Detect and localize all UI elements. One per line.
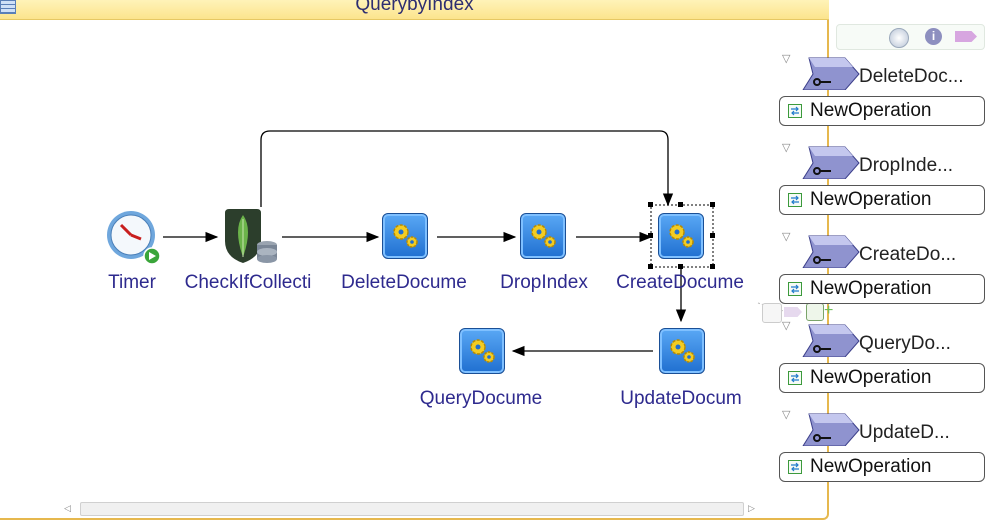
service-key-icon[interactable] xyxy=(801,56,861,90)
collapse-icon[interactable]: ▽ xyxy=(782,142,791,154)
operation-icon xyxy=(788,460,802,474)
operation-box[interactable]: NewOperation xyxy=(779,96,985,126)
service-group-1: ▽ DeleteDoc... NewOperation xyxy=(779,52,985,126)
operation-icon xyxy=(788,104,802,118)
mongodb-icon xyxy=(225,209,277,263)
panel-toolbar: i xyxy=(836,24,985,50)
scroll-right-icon[interactable]: ▷ xyxy=(748,503,755,513)
collapse-icon[interactable]: ▽ xyxy=(782,53,791,65)
operation-icon xyxy=(788,371,802,385)
add-icon[interactable]: + xyxy=(824,302,834,319)
user-icon[interactable] xyxy=(889,28,909,48)
process-canvas[interactable] xyxy=(0,0,829,520)
node-context-toolbar: + xyxy=(762,303,833,323)
delete-activity[interactable] xyxy=(382,213,428,259)
service-key-icon[interactable] xyxy=(801,234,861,268)
operation-icon xyxy=(788,282,802,296)
scroll-left-icon[interactable]: ◁ xyxy=(64,503,71,513)
update-activity[interactable] xyxy=(659,328,705,374)
service-label[interactable]: UpdateD... xyxy=(859,422,950,443)
query-label[interactable]: QueryDocume xyxy=(419,388,543,409)
operation-icon xyxy=(788,193,802,207)
drop-label[interactable]: DropIndex xyxy=(500,272,588,293)
info-icon[interactable]: i xyxy=(925,28,942,45)
operation-box[interactable]: NewOperation xyxy=(779,452,985,482)
operation-box[interactable]: NewOperation xyxy=(779,274,985,304)
operation-box[interactable]: NewOperation xyxy=(779,363,985,393)
service-key-icon[interactable] xyxy=(801,145,861,179)
query-activity[interactable] xyxy=(459,328,505,374)
service-label[interactable]: DeleteDoc... xyxy=(859,66,964,87)
service-group-4: ▽ QueryDo... NewOperation xyxy=(779,319,985,393)
gear-icon xyxy=(669,224,694,248)
check-label[interactable]: CheckIfCollecti xyxy=(184,272,312,293)
timer-node[interactable] xyxy=(105,209,161,265)
operation-box[interactable]: NewOperation xyxy=(779,185,985,215)
service-label[interactable]: QueryDo... xyxy=(859,333,951,354)
create-activity[interactable] xyxy=(658,213,704,259)
operation-label: NewOperation xyxy=(810,189,932,210)
settings-icon[interactable] xyxy=(762,303,782,323)
selection-box[interactable] xyxy=(648,202,715,269)
connector-check-create-loop[interactable] xyxy=(260,130,674,207)
operation-label: NewOperation xyxy=(810,456,932,477)
collapse-icon[interactable]: ▽ xyxy=(782,320,791,332)
operation-label: NewOperation xyxy=(810,278,932,299)
service-label[interactable]: CreateDo... xyxy=(859,244,957,265)
collapse-icon[interactable]: ▽ xyxy=(782,409,791,421)
gear-icon xyxy=(393,224,418,248)
connector-layer xyxy=(163,130,791,357)
operation-label: NewOperation xyxy=(810,367,932,388)
service-label[interactable]: DropInde... xyxy=(859,155,953,176)
delete-label[interactable]: DeleteDocume xyxy=(341,272,467,293)
process-title-bar xyxy=(0,0,829,20)
service-group-2: ▽ DropInde... NewOperation xyxy=(779,141,985,215)
operation-label: NewOperation xyxy=(810,100,932,121)
check-node[interactable] xyxy=(221,207,281,265)
gear-icon xyxy=(670,339,695,363)
service-group-3: ▽ CreateDo... NewOperation xyxy=(779,230,985,304)
timer-label[interactable]: Timer xyxy=(108,272,156,293)
service-tag-icon[interactable] xyxy=(784,307,802,317)
clock-icon xyxy=(107,211,161,265)
gear-icon xyxy=(470,339,495,363)
create-label[interactable]: CreateDocume xyxy=(616,272,744,293)
grid-icon[interactable] xyxy=(0,0,16,14)
service-key-icon[interactable] xyxy=(801,323,861,357)
update-label[interactable]: UpdateDocum xyxy=(620,388,742,409)
collapse-icon[interactable]: ▽ xyxy=(782,231,791,243)
tag-icon[interactable] xyxy=(955,31,977,42)
service-key-icon[interactable] xyxy=(801,412,861,446)
drop-activity[interactable] xyxy=(520,213,566,259)
gear-icon xyxy=(531,224,556,248)
horizontal-scrollbar[interactable] xyxy=(80,502,744,516)
process-title: QuerybyIndex xyxy=(355,0,474,15)
service-group-5: ▽ UpdateD... NewOperation xyxy=(779,408,985,482)
